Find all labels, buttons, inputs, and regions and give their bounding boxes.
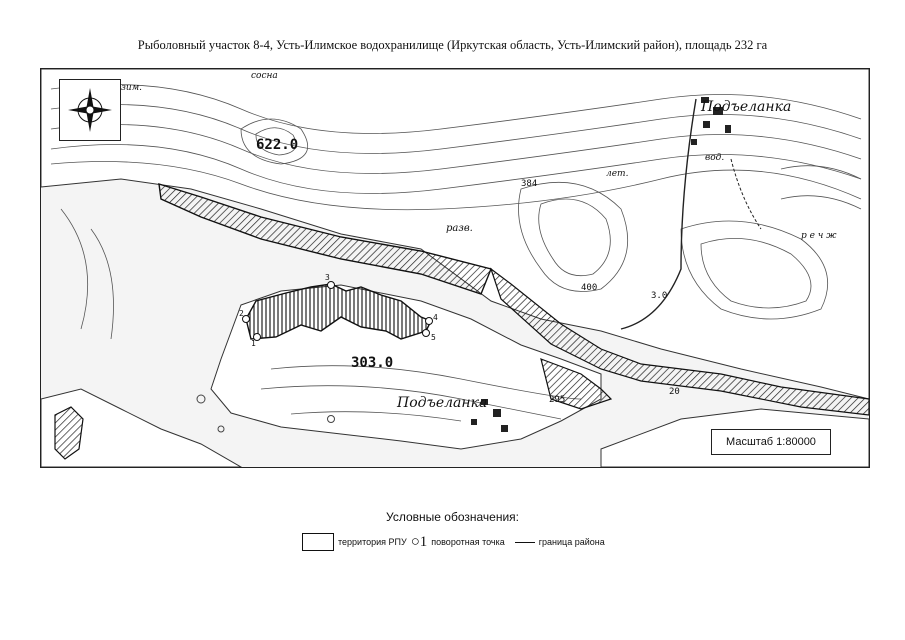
height-295: 295: [549, 395, 566, 405]
compass-rose-icon: [59, 79, 121, 141]
legend-point-symbol: ○1: [410, 533, 428, 550]
small-circles: [196, 394, 335, 433]
turning-point-3: [327, 281, 335, 289]
label-rech: р е ч ж: [801, 231, 837, 241]
legend-rpu-label: территория РПУ: [338, 537, 407, 547]
rpu-zone-southwest: [54, 406, 84, 460]
label-zim: зим.: [121, 83, 143, 93]
point-label-1: 1: [251, 339, 256, 348]
peak-height: 622.0: [256, 137, 299, 153]
rpu-zone-north: [158, 183, 492, 295]
legend-border-line: [514, 541, 535, 543]
turning-point-5: [422, 329, 430, 337]
label-sosna: сосна: [251, 71, 278, 81]
label-let: лет.: [606, 169, 629, 179]
height-384: 384: [521, 179, 538, 189]
height-400: 400: [581, 283, 598, 293]
height-3-0: 3.0: [651, 291, 668, 301]
legend-title: Условные обозначения:: [386, 510, 519, 524]
label-vod: вод.: [705, 153, 725, 163]
map-title: Рыболовный участок 8-4, Усть-Илимское во…: [137, 38, 768, 52]
turning-point-1: [253, 333, 261, 341]
legend-border-label: граница района: [538, 537, 605, 547]
village-top: [691, 97, 731, 145]
map-canvas: [41, 69, 869, 467]
rpu-zone-channel: [489, 267, 869, 416]
south-west-shore: [41, 388, 243, 467]
legend: территория РПУ ○1 поворотная точка грани…: [302, 532, 605, 552]
turning-point-4: [425, 317, 433, 325]
island-height: 303.0: [351, 355, 394, 371]
point-label-2: 2: [239, 309, 244, 318]
village-label-bottom: Подъеланка: [397, 395, 488, 411]
point-label-4: 4: [433, 313, 438, 322]
legend-point-label: поворотная точка: [431, 537, 505, 547]
scale-box: Масштаб 1:80000: [711, 429, 831, 455]
legend-rpu-swatch: [302, 533, 334, 551]
turning-point-2: [242, 315, 250, 323]
height-20: 20: [669, 387, 680, 397]
village-bottom: [471, 399, 508, 432]
label-raz: разв.: [446, 223, 473, 234]
turning-points: [242, 281, 433, 341]
point-label-5: 5: [431, 333, 436, 342]
point-label-3: 3: [325, 273, 330, 282]
village-label-top: Подъеланка: [701, 99, 792, 115]
rpu-zone-southeast: [540, 358, 613, 410]
map-area[interactable]: 622.0 303.0 384 400 295 3.0 20 Подъеланк…: [40, 68, 870, 468]
